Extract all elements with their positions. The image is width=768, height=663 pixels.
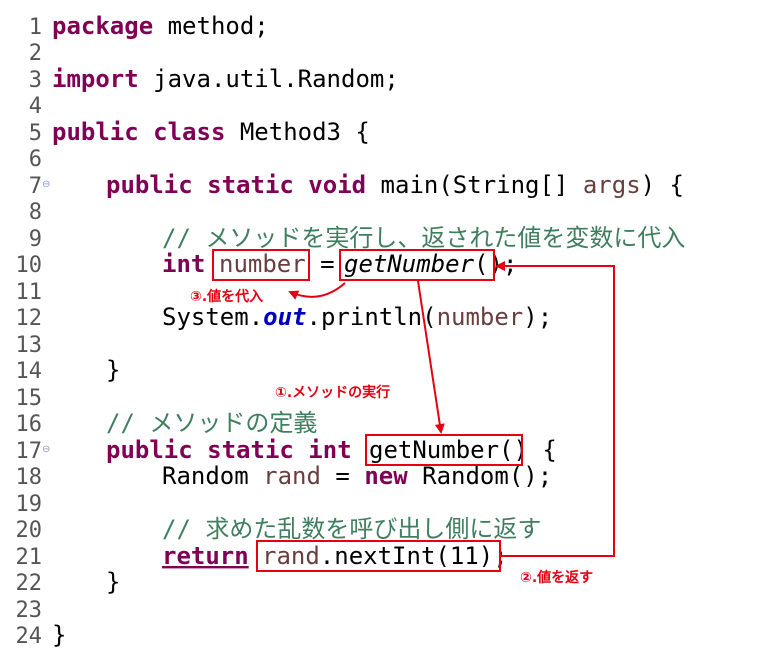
method-call: getNumber xyxy=(344,250,475,278)
code-text: java.util.Random; xyxy=(139,65,399,93)
code-line-21: return rand.nextInt(11); xyxy=(162,542,508,570)
line-number: 12 xyxy=(16,306,43,331)
keyword: import xyxy=(52,65,139,93)
code-line-1: package method; xyxy=(52,12,269,40)
code-text: = xyxy=(306,250,349,278)
line-number: 9 xyxy=(29,227,42,252)
code-text: Random xyxy=(162,462,263,490)
arrow-execute xyxy=(417,280,445,434)
line-number: 13 xyxy=(16,333,43,358)
code-text: method; xyxy=(153,12,269,40)
line-number: 23 xyxy=(16,598,43,623)
line-number: 17 xyxy=(16,439,43,464)
variable: args xyxy=(583,171,641,199)
variable-number: number xyxy=(219,250,306,278)
code-text: (); xyxy=(474,250,517,278)
line-number: 8 xyxy=(29,200,42,225)
code-text: System. xyxy=(162,303,263,331)
line-number: 2 xyxy=(29,41,42,66)
arrow-assign xyxy=(288,282,346,300)
code-text: main(String[] xyxy=(366,171,583,199)
line-number: 20 xyxy=(16,518,43,543)
line-number: 15 xyxy=(16,386,43,411)
code-line-14: } xyxy=(106,356,120,384)
fold-marker-icon[interactable]: ⊖ xyxy=(42,444,50,455)
code-editor: package method; import java.util.Random;… xyxy=(52,12,685,649)
code-text: .println( xyxy=(307,303,437,331)
variable: rand xyxy=(263,462,321,490)
code-text: () { xyxy=(499,436,557,464)
highlight-box-number xyxy=(212,249,310,281)
annotation-execute: ①.メソッドの実行 xyxy=(275,384,390,401)
line-number: 1 xyxy=(29,15,42,40)
line-number: 18 xyxy=(16,465,43,490)
line-number: 22 xyxy=(16,571,43,596)
method-name: getNumber xyxy=(369,436,499,464)
code-line-5: public class Method3 { xyxy=(52,118,370,146)
keyword: int xyxy=(162,250,205,278)
code-line-22: } xyxy=(106,568,120,596)
code-text: .nextInt(11); xyxy=(320,542,508,570)
line-number: 7 xyxy=(29,174,42,199)
line-number-gutter: 1 2 3 4 5 6 7 8 9 10 11 12 13 14 15 16 1… xyxy=(16,15,51,649)
code-text: = xyxy=(321,462,364,490)
highlight-box-call xyxy=(339,249,495,281)
code-line-24: } xyxy=(52,621,66,649)
annotation-return: ②.値を返す xyxy=(520,569,593,586)
line-number: 4 xyxy=(29,94,42,119)
code-text: Method3 { xyxy=(225,118,370,146)
fold-marker-icon[interactable]: ⊖ xyxy=(42,179,50,190)
code-comment-line-20: // 求めた乱数を呼び出し側に返す xyxy=(162,515,541,543)
line-number: 14 xyxy=(16,359,43,384)
line-number: 16 xyxy=(16,412,43,437)
line-number: 21 xyxy=(16,545,43,570)
variable: number xyxy=(437,303,524,331)
highlight-box-definition xyxy=(365,434,523,466)
code-comment-line-16: // メソッドの定義 xyxy=(106,409,317,437)
keyword: public class xyxy=(52,118,225,146)
keyword: new xyxy=(364,462,408,490)
keyword: return xyxy=(162,542,249,570)
code-text: Random(); xyxy=(408,462,553,490)
code-text: ); xyxy=(523,303,552,331)
static-field: out xyxy=(263,303,306,331)
flow-arrows xyxy=(288,261,615,557)
arrow-return xyxy=(495,261,615,557)
line-number: 3 xyxy=(29,68,42,93)
code-line-12: System.out.println(number); xyxy=(162,303,552,331)
keyword: public static int xyxy=(106,436,352,464)
line-number: 5 xyxy=(29,121,42,146)
line-number: 6 xyxy=(29,147,42,172)
line-number: 24 xyxy=(16,624,43,649)
keyword: public static void xyxy=(106,171,366,199)
line-number: 19 xyxy=(16,492,43,517)
line-number: 11 xyxy=(16,280,43,305)
line-number: 10 xyxy=(16,253,43,278)
annotations: ③.値を代入 ①.メソッドの実行 ②.値を返す xyxy=(190,288,593,586)
code-line-3: import java.util.Random; xyxy=(52,65,399,93)
annotation-assign: ③.値を代入 xyxy=(190,288,263,305)
code-line-18: Random rand = new Random(); xyxy=(162,462,552,490)
code-line-17: public static int getNumber() { xyxy=(106,436,557,464)
variable: rand xyxy=(262,542,320,570)
code-text: ) { xyxy=(641,171,684,199)
code-line-7: public static void main(String[] args) { xyxy=(106,171,684,199)
code-comment-line-9: // メソッドを実行し、返された値を変数に代入 xyxy=(162,224,685,252)
keyword: package xyxy=(52,12,153,40)
